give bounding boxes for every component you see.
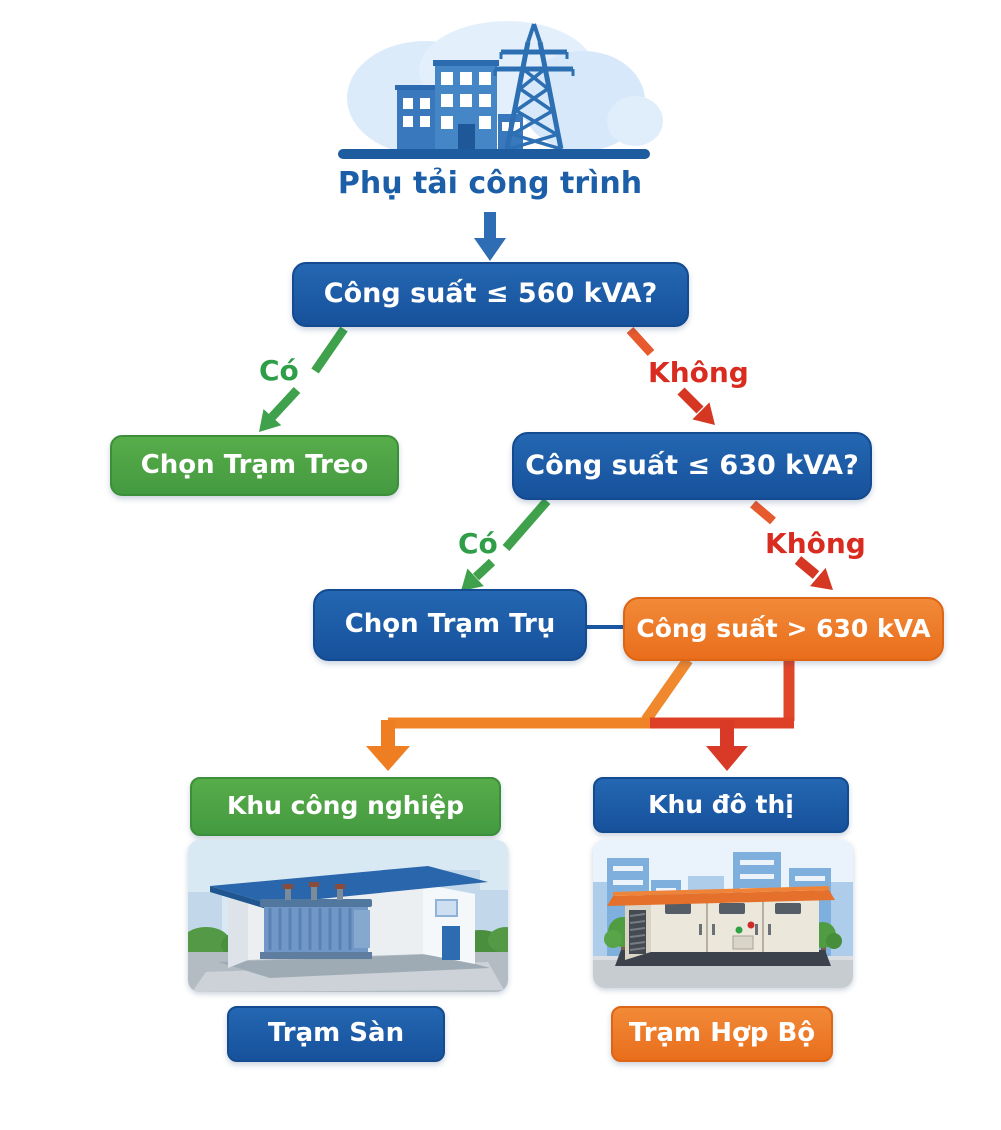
node-tram-san: Trạm Sàn <box>227 1006 445 1062</box>
urban-branch-connector <box>650 659 795 771</box>
indicator-green <box>735 926 743 934</box>
node-q2-power-630: Công suất ≤ 630 kVA? <box>512 432 872 500</box>
node-power-gt-630: Công suất > 630 kVA <box>623 597 944 661</box>
edge-label-no-1: Không <box>648 356 749 389</box>
edge-label-no-2: Không <box>765 527 866 560</box>
yes1-arrow-icon <box>259 326 348 432</box>
down-arrow-icon <box>474 212 506 261</box>
bushings <box>283 882 345 900</box>
node-tram-treo: Chọn Trạm Treo <box>110 435 399 496</box>
industrial-branch-connector <box>366 656 693 771</box>
node-tram-hop-bo: Trạm Hợp Bộ <box>611 1006 833 1062</box>
kiosk-station <box>607 886 835 966</box>
node-zone-urban: Khu đô thị <box>593 777 849 833</box>
no1-arrow-icon <box>626 326 715 425</box>
ground-line <box>338 149 650 159</box>
diagram-title: Phụ tải công trình <box>337 166 643 201</box>
door-handles <box>699 924 771 935</box>
edge-label-yes-2: Có <box>458 527 498 560</box>
node-q1-power-560: Công suất ≤ 560 kVA? <box>292 262 689 327</box>
compact-substation-image <box>593 840 853 988</box>
kiosk-windows <box>665 903 801 914</box>
yes2-arrow-icon <box>461 498 551 591</box>
transmission-tower-icon <box>493 23 575 151</box>
label-plate <box>732 935 754 950</box>
transformer <box>260 882 372 959</box>
indicator-red <box>747 921 755 929</box>
node-zone-industrial: Khu công nghiệp <box>190 777 501 836</box>
buildings-icon <box>395 60 523 149</box>
edge-label-yes-1: Có <box>259 354 299 387</box>
city-power-illustration <box>335 16 665 166</box>
indoor-substation-image <box>188 840 508 992</box>
node-tram-tru: Chọn Trạm Trụ <box>313 589 587 661</box>
no2-arrow-icon <box>750 500 833 590</box>
